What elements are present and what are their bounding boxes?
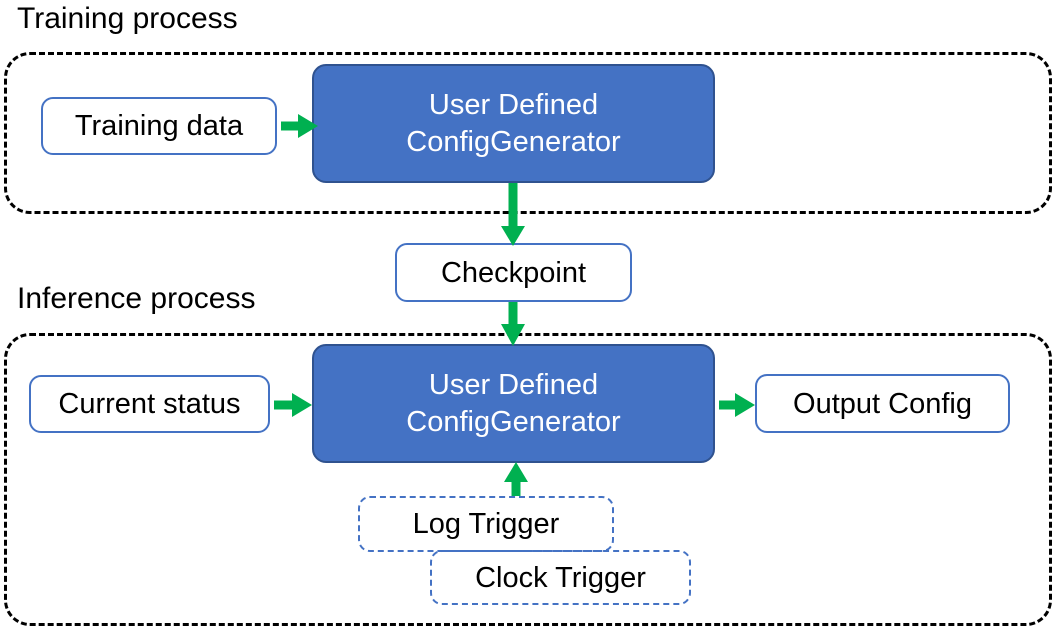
node-output-config[interactable]: Output Config [755,374,1010,433]
node-checkpoint[interactable]: Checkpoint [395,243,632,302]
training-process-container [4,52,1052,214]
inference-process-container [4,333,1052,626]
generator-title-line-2: ConfigGenerator [406,125,621,158]
inference-process-label: Inference process [17,282,256,315]
node-clock-trigger[interactable]: Clock Trigger [430,550,691,605]
node-current-status[interactable]: Current status [29,375,270,433]
node-user-defined-config-generator-inference[interactable]: User Defined ConfigGenerator [312,344,715,463]
training-process-label: Training process [17,2,238,35]
generator-title-line-2: ConfigGenerator [406,405,621,438]
node-user-defined-config-generator-training[interactable]: User Defined ConfigGenerator [312,64,715,183]
generator-title-line-1: User Defined [428,368,599,401]
generator-title-line-1: User Defined [428,88,599,121]
node-training-data[interactable]: Training data [41,97,277,155]
node-log-trigger[interactable]: Log Trigger [358,496,614,552]
